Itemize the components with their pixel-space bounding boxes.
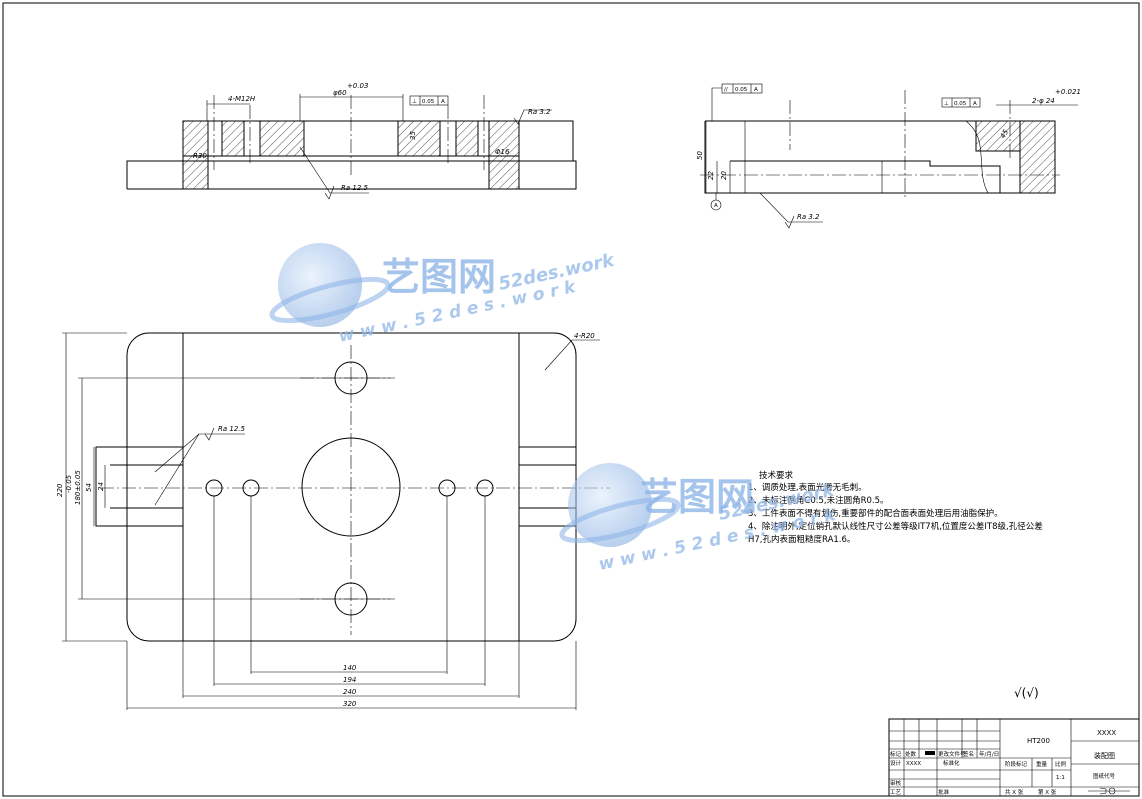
svg-text:A: A: [441, 99, 445, 105]
svg-text:签名: 签名: [963, 750, 974, 758]
dim-phi16: Φ16: [495, 148, 510, 156]
title-block: 标记 处数 更改文件号 签名 年/月/日 设计 XXXX 标准化 阶段标记 重量…: [888, 718, 1140, 797]
technical-notes: 技术要求 1、调质处理,表面光滑无毛刺。 2、未标注倒角C0.5,未注圆角R0.…: [748, 470, 1043, 545]
perp-tolerance-frame-left: ⊥ 0.05 A: [409, 95, 449, 106]
scale: 1:1: [1056, 775, 1065, 781]
svg-text:比例: 比例: [1055, 760, 1067, 768]
svg-text:A: A: [754, 87, 758, 93]
note-4: 4、除注明外,定位销孔默认线性尺寸公差等级IT7机,位置度公差IT8级,孔径公差: [748, 521, 1043, 532]
svg-text:0.05: 0.05: [735, 87, 748, 93]
dim-45: 45: [999, 128, 1011, 140]
note-3: 3、工件表面不得有划伤,重要部件的配合面表面处理后用油脂保护。: [748, 508, 1003, 519]
thread-callout: 4-M12H: [228, 95, 256, 103]
material: HT200: [1027, 737, 1050, 745]
svg-text:处数: 处数: [905, 750, 917, 758]
watermark-2: 艺图网 52des.work w w w . 5 2 d e s . w o r…: [559, 463, 839, 575]
globe-icon-2: [568, 463, 652, 547]
corner-radius: 4-R20: [574, 332, 595, 340]
bore-tol: +0.03: [347, 82, 368, 90]
width-194: 194: [343, 676, 356, 684]
projection-symbol-icon: [1088, 787, 1130, 795]
pin-holes-dim: 2-φ 24: [1032, 97, 1055, 105]
drawing-type: 装配图: [1094, 751, 1115, 760]
bore-dim: φ60: [333, 89, 347, 97]
svg-text:XXXX: XXXX: [906, 761, 921, 767]
svg-text://: //: [724, 87, 728, 93]
drawing-no: 图纸代号: [1093, 772, 1116, 780]
svg-text:年/月/日: 年/月/日: [979, 750, 999, 758]
svg-text:⊥: ⊥: [412, 99, 417, 105]
svg-text:0.05: 0.05: [422, 99, 435, 105]
svg-text:更改文件号: 更改文件号: [938, 750, 966, 758]
svg-text:设计: 设计: [890, 759, 902, 767]
datum-a: A: [714, 203, 718, 209]
dim-r30: R30: [193, 152, 207, 160]
ra-side: Ra 3.2: [797, 213, 820, 221]
perp-tolerance-frame-right: ⊥ 0.05 A: [941, 97, 981, 108]
dim-35: 35: [409, 131, 417, 140]
note-2: 2、未标注倒角C0.5,未注圆角R0.5。: [748, 495, 889, 506]
top-right-side-view: // 0.05 A ⊥ 0.05 A 2-φ 24 +0.021 50 22 2…: [696, 83, 1081, 229]
svg-text:标准化: 标准化: [943, 759, 960, 767]
height-inner: 20: [720, 171, 728, 180]
surface-finish-symbol: √(√): [1014, 686, 1039, 700]
width-140: 140: [343, 664, 357, 672]
svg-text:工艺: 工艺: [890, 789, 902, 796]
height-step: 22: [707, 171, 715, 180]
svg-text:艺图网: 艺图网: [382, 255, 496, 299]
svg-text:批准: 批准: [938, 788, 950, 796]
ra-right: Ra 3.2: [528, 108, 551, 116]
svg-text:A: A: [973, 101, 977, 107]
pin-tol: +0.021: [1055, 88, 1081, 96]
top-left-section-view: 4-M12H φ60 +0.03 ⊥ 0.05 A Ra 3.2 Ra 12.5…: [126, 82, 577, 200]
ra-plan: Ra 12.5: [218, 425, 246, 433]
notes-title: 技术要求: [759, 470, 794, 481]
inner-height: 180±0.05: [74, 470, 82, 505]
svg-text:标记: 标记: [890, 750, 902, 758]
svg-text:重量: 重量: [1036, 760, 1048, 768]
svg-text:0.05: 0.05: [954, 101, 967, 107]
overall-height-tol: -0.05: [65, 474, 73, 493]
slot-inner: 24: [97, 482, 105, 491]
note-5: H7,孔内表面粗糙度RA1.6。: [748, 534, 855, 545]
height-total: 50: [696, 151, 704, 160]
globe-icon: [278, 243, 362, 327]
ra-bottom: Ra 12.5: [341, 184, 369, 192]
width-240: 240: [343, 688, 357, 696]
svg-text:⊥: ⊥: [944, 101, 949, 107]
svg-text:艺图网: 艺图网: [640, 475, 754, 519]
watermark-1: 艺图网 52des.work w w w . 5 2 d e s . w o r…: [269, 243, 617, 347]
parallel-tolerance-frame: // 0.05 A: [711, 83, 763, 121]
part-name: XXXX: [1097, 729, 1116, 737]
plan-view: 4-R20 Ra 12.5 220 -0.05 180±0.05 54 24 1…: [56, 332, 610, 710]
svg-text:阶段标记: 阶段标记: [1005, 760, 1028, 768]
svg-text:第 X 张: 第 X 张: [1038, 788, 1057, 796]
width-320: 320: [343, 700, 357, 708]
slot-width: 54: [85, 483, 93, 492]
overall-height: 220: [56, 483, 64, 497]
note-1: 1、调质处理,表面光滑无毛刺。: [748, 482, 867, 493]
svg-text:审核: 审核: [890, 779, 902, 787]
svg-text:共 X 张: 共 X 张: [1005, 788, 1024, 796]
filled-marker: [925, 751, 935, 755]
